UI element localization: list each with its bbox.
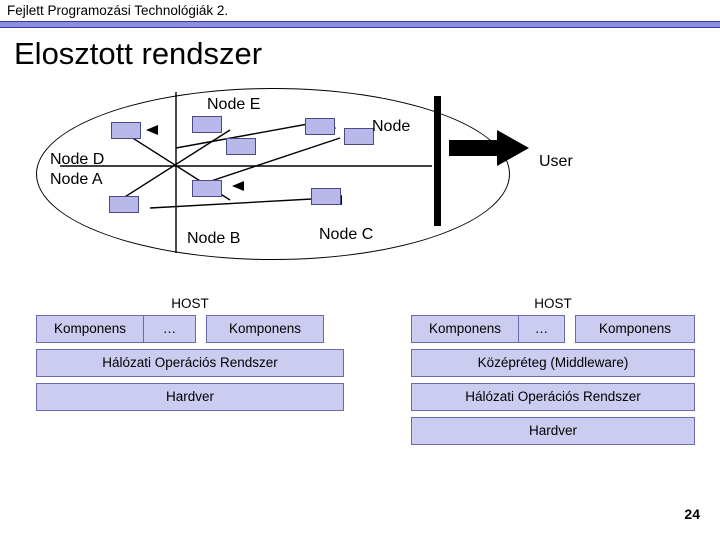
network-boundary-bar xyxy=(434,96,441,226)
host-left-layer-hardware: Hardver xyxy=(36,383,344,411)
node-label-b: Node B xyxy=(187,230,241,247)
host-left-component-1: Komponens xyxy=(36,315,144,343)
page-title: Elosztott rendszer xyxy=(14,36,263,71)
node-box-e2 xyxy=(226,138,256,155)
user-label: User xyxy=(539,153,573,170)
host-right-title: HOST xyxy=(534,296,572,311)
host-stack-left: HOST Komponens … Komponens Hálózati Oper… xyxy=(36,296,344,417)
host-right-component-2: Komponens xyxy=(575,315,695,343)
node-box-f xyxy=(305,118,335,135)
host-left-component-row: Komponens … Komponens xyxy=(36,315,344,343)
host-left-component-2: Komponens xyxy=(206,315,324,343)
host-right-component-1: Komponens xyxy=(411,315,519,343)
node-label-f: Node xyxy=(372,118,411,135)
node-box-c xyxy=(311,188,341,205)
node-box-b xyxy=(192,180,222,197)
node-label-c: Node C xyxy=(319,226,374,243)
host-right-component-dots: … xyxy=(519,315,565,343)
host-left-layer-nos: Hálózati Operációs Rendszer xyxy=(36,349,344,377)
host-right-component-row: Komponens … Komponens xyxy=(411,315,695,343)
host-right-layer-nos: Hálózati Operációs Rendszer xyxy=(411,383,695,411)
node-box-d xyxy=(111,122,141,139)
node-box-e xyxy=(192,116,222,133)
host-left-component-dots: … xyxy=(144,315,196,343)
host-right-layer-middleware: Középréteg (Middleware) xyxy=(411,349,695,377)
node-box-a xyxy=(109,196,139,213)
system-boundary-ellipse xyxy=(36,88,510,260)
node-label-a: Node A xyxy=(50,171,103,188)
host-left-title: HOST xyxy=(171,296,209,311)
node-connection-lines xyxy=(60,92,432,253)
user-access-arrow xyxy=(449,130,529,166)
node-box-f2 xyxy=(344,128,374,145)
node-label-d: Node D xyxy=(50,151,105,168)
header-band: Fejlett Programozási Technológiák 2. xyxy=(0,0,720,22)
host-stack-right: HOST Komponens … Komponens Középréteg (M… xyxy=(411,296,695,451)
header-title: Fejlett Programozási Technológiák 2. xyxy=(7,3,229,18)
page-number: 24 xyxy=(684,506,700,522)
header-divider xyxy=(0,21,720,28)
node-label-e: Node E xyxy=(207,96,261,113)
distributed-system-diagram: Node E Node Node D Node A Node B Node C … xyxy=(0,78,720,278)
host-right-layer-hardware: Hardver xyxy=(411,417,695,445)
